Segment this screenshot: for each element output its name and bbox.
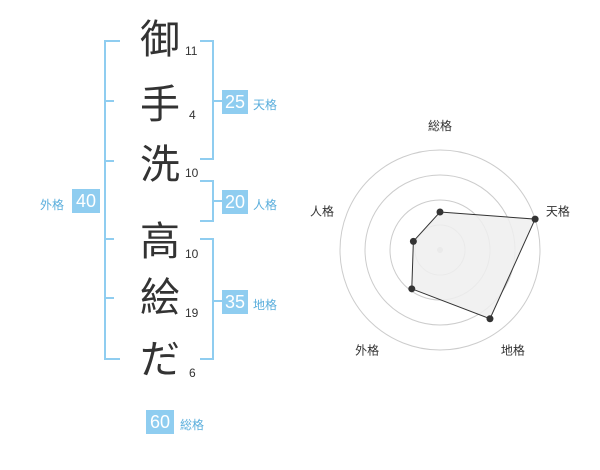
chikaku-badge: 35 bbox=[222, 290, 248, 314]
name-char-6: だ bbox=[140, 337, 180, 383]
soukaku-badge: 60 bbox=[146, 410, 174, 434]
stroke-count-5: 19 bbox=[185, 306, 199, 320]
stroke-count-1: 11 bbox=[185, 44, 198, 58]
chikaku-label: 地格 bbox=[253, 298, 278, 312]
name-char-2: 手 bbox=[140, 82, 180, 128]
radar-axis-label-0: 総格 bbox=[428, 118, 452, 133]
chikaku-bracket-vertical bbox=[212, 238, 214, 360]
name-char-4: 高 bbox=[140, 219, 180, 265]
radar-point-0 bbox=[436, 208, 444, 216]
chikaku-connector bbox=[212, 300, 222, 302]
radar-point-3 bbox=[408, 285, 416, 293]
soukaku-label: 総格 bbox=[180, 418, 205, 432]
gaikaku-bracket-tick-4 bbox=[104, 238, 114, 240]
tenkaku-bracket-bottom bbox=[200, 158, 214, 160]
stroke-count-3: 10 bbox=[185, 166, 199, 180]
name-char-1: 御 bbox=[140, 17, 180, 63]
radar-series-polygon bbox=[411, 211, 536, 320]
gaikaku-bracket-bottom bbox=[104, 358, 120, 360]
jinkaku-connector bbox=[212, 200, 222, 202]
tenkaku-bracket-top bbox=[200, 40, 214, 42]
stroke-count-4: 10 bbox=[185, 247, 199, 261]
radar-point-2 bbox=[486, 315, 494, 323]
gaikaku-bracket-tick-2 bbox=[104, 100, 114, 102]
gaikaku-bracket-tick-5 bbox=[104, 297, 114, 299]
radar-point-4 bbox=[409, 237, 417, 245]
jinkaku-label: 人格 bbox=[253, 198, 278, 212]
tenkaku-badge: 25 bbox=[222, 90, 248, 114]
chikaku-bracket-bottom bbox=[200, 358, 214, 360]
gaikaku-bracket-vertical bbox=[104, 40, 106, 360]
name-char-3: 洗 bbox=[140, 142, 180, 188]
radar-point-1 bbox=[531, 215, 539, 223]
radar-axis-label-3: 外格 bbox=[355, 342, 379, 357]
gaikaku-bracket-top bbox=[104, 40, 120, 42]
radar-ring-4 bbox=[339, 149, 541, 351]
jinkaku-bracket-bottom bbox=[200, 220, 214, 222]
gaikaku-badge: 40 bbox=[72, 189, 100, 213]
tenkaku-label: 天格 bbox=[253, 98, 278, 112]
radar-axis-label-4: 人格 bbox=[310, 204, 334, 219]
radar-axis-label-1: 天格 bbox=[546, 204, 570, 219]
chikaku-bracket-top bbox=[200, 238, 214, 240]
jinkaku-bracket-top bbox=[200, 180, 214, 182]
name-char-5: 絵 bbox=[140, 275, 180, 321]
stroke-count-6: 6 bbox=[189, 366, 196, 380]
jinkaku-badge: 20 bbox=[222, 190, 248, 214]
stroke-count-2: 4 bbox=[189, 108, 196, 122]
tenkaku-connector bbox=[212, 100, 222, 102]
gaikaku-bracket-tick-3 bbox=[104, 160, 114, 162]
gaikaku-label: 外格 bbox=[40, 198, 65, 212]
radar-axis-label-2: 地格 bbox=[501, 342, 525, 357]
